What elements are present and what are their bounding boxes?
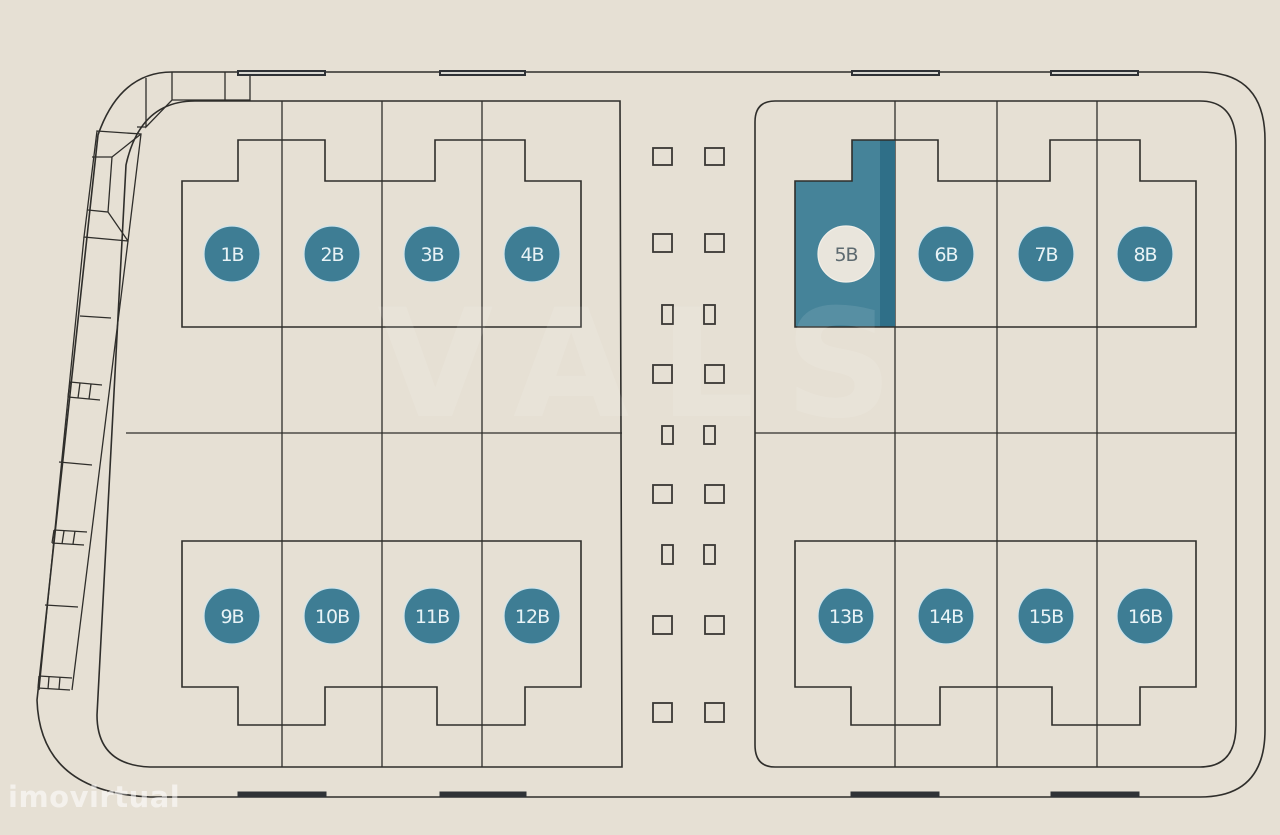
lot-badge-circle [1116,587,1174,645]
lot-badge-8b[interactable]: 8B [1116,225,1174,283]
lot-badge-9b[interactable]: 9B [203,587,261,645]
right-block-boundary [754,100,1237,768]
top-gates [237,70,1139,76]
outer-road-boundary [36,71,1266,798]
lot-label: 11B [415,606,449,628]
house-footprints-top-left [181,139,582,328]
lot-badge-6b[interactable]: 6B [917,225,975,283]
lot-badge-11b[interactable]: 11B [403,587,461,645]
lot-badge-circle [1017,587,1075,645]
lot-badge-2b[interactable]: 2B [303,225,361,283]
sidewalk-strip [37,236,129,691]
lot-badge-1b[interactable]: 1B [203,225,261,283]
lot-badge-5b[interactable]: 5B [817,225,875,283]
lot-label: 4B [520,244,543,266]
lot-badge-15b[interactable]: 15B [1017,587,1075,645]
lot-badge-circle [1116,225,1174,283]
lot-badge-13b[interactable]: 13B [817,587,875,645]
lot-badge-circle [203,587,261,645]
lot-badge-circle [403,587,461,645]
lot-label: 7B [1034,244,1057,266]
lot-badge-circle [203,225,261,283]
lot-label: 8B [1133,244,1156,266]
lot-badge-circle [917,587,975,645]
lot-badge-circle [403,225,461,283]
lot-badge-circle [303,587,361,645]
lot-badge-3b[interactable]: 3B [403,225,461,283]
lot-label: 1B [220,244,243,266]
lot-badge-circle [503,225,561,283]
lot-badge-7b[interactable]: 7B [1017,225,1075,283]
lot-badges: 1B 2B 3B 4B 5B 6B 7B 8B 9B 10B 11B 12B 13B 14B 15B 16B [203,225,1174,645]
lot-badge-circle [1017,225,1075,283]
walkway-posts [652,147,725,723]
imovirtual-watermark: imovirtual [8,780,181,814]
lot-badge-circle [503,587,561,645]
lot-label: 15B [1029,606,1063,628]
left-block-grid [126,101,622,767]
lot-badge-10b[interactable]: 10B [303,587,361,645]
lot-label: 13B [829,606,863,628]
bottom-gates [237,791,1140,798]
lot-label: 14B [929,606,963,628]
lot-label: 10B [315,606,349,628]
house-footprints-top-right [794,139,1197,328]
lot-label: 5B [834,244,857,266]
lot-badge-circle [917,225,975,283]
lot-label: 6B [934,244,957,266]
lot-badge-circle [817,225,875,283]
lot-badge-circle [817,587,875,645]
left-block-boundary [96,100,623,768]
lot-label: 12B [515,606,549,628]
lot-label: 3B [420,244,443,266]
lot-badge-circle [303,225,361,283]
bench-icons [37,381,92,690]
lot-label: 16B [1128,606,1162,628]
lot-badge-4b[interactable]: 4B [503,225,561,283]
house-footprints-bottom-right [794,540,1197,726]
house-footprints-bottom-left [181,540,582,726]
lot-badge-12b[interactable]: 12B [503,587,561,645]
lot-label: 2B [320,244,343,266]
lot-badge-14b[interactable]: 14B [917,587,975,645]
corner-structure [137,72,251,129]
lot-label: 9B [220,606,243,628]
lot-badge-16b[interactable]: 16B [1116,587,1174,645]
